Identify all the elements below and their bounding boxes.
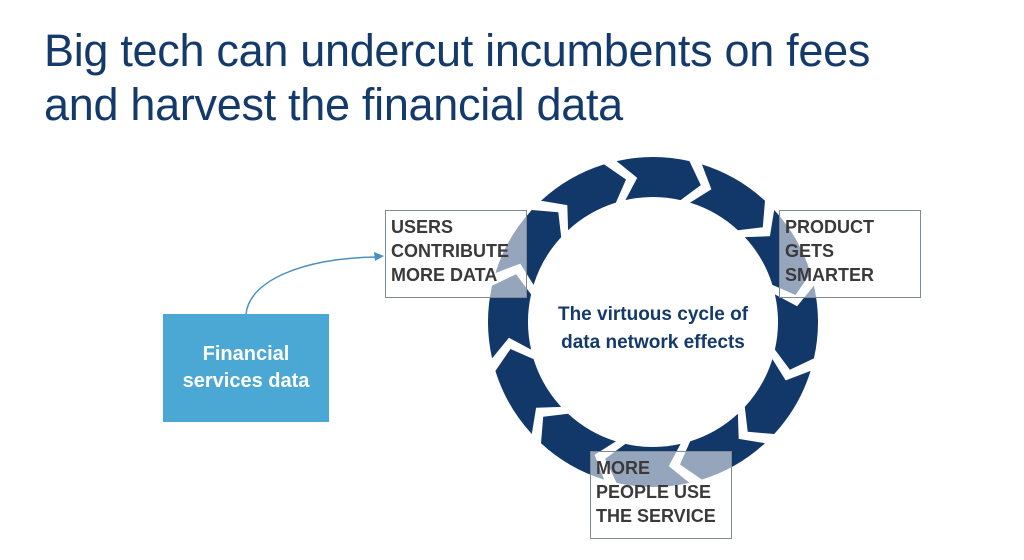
cycle-arrow-segment	[616, 157, 701, 201]
stage-box-people-line-3: THE SERVICE	[596, 506, 716, 526]
title-line-1: Big tech can undercut incumbents on fees	[44, 25, 871, 76]
stage-box-users-line-2: CONTRIBUTE	[391, 241, 509, 261]
cycle-arrow-segment	[495, 349, 562, 434]
stage-box-product-line-1: PRODUCT	[785, 217, 874, 237]
stage-box-users-contribute-more-data: USERS CONTRIBUTE MORE DATA	[385, 210, 527, 298]
stage-box-people-line-1: MORE	[596, 458, 650, 478]
stage-box-people-line-2: PEOPLE USE	[596, 482, 712, 502]
stage-box-more-people-use-the-service: MORE PEOPLE USE THE SERVICE	[590, 451, 732, 539]
financial-services-data-box: Financial services data	[163, 314, 329, 422]
stage-box-users-line-3: MORE DATA	[391, 265, 498, 285]
cycle-arrow-segment	[541, 164, 626, 231]
cycle-center-line-1: The virtuous cycle of	[557, 304, 749, 325]
connector-arrow	[245, 256, 379, 316]
stage-box-product-line-2: GETS	[785, 241, 835, 261]
stage-box-product-line-3: SMARTER	[785, 265, 874, 285]
page-title: Big tech can undercut incumbents on fees…	[44, 24, 1004, 132]
cycle-arrow-segment	[744, 359, 811, 434]
title-line-2: and harvest the financial data	[44, 79, 623, 130]
cycle-center-line-2: data network effects	[561, 332, 745, 353]
stage-box-product-gets-smarter: PRODUCT GETS SMARTER	[779, 210, 921, 298]
financial-box-line-2: services data	[182, 370, 310, 392]
connector-arrowhead	[374, 252, 384, 261]
stage-box-users-line-1: USERS	[391, 217, 454, 237]
financial-box-line-1: Financial	[202, 343, 290, 365]
cycle-arrow-segment	[690, 164, 765, 231]
cycle-center-label: The virtuous cycle of data network effec…	[540, 301, 766, 357]
cycle-arrow-segment	[774, 285, 818, 370]
